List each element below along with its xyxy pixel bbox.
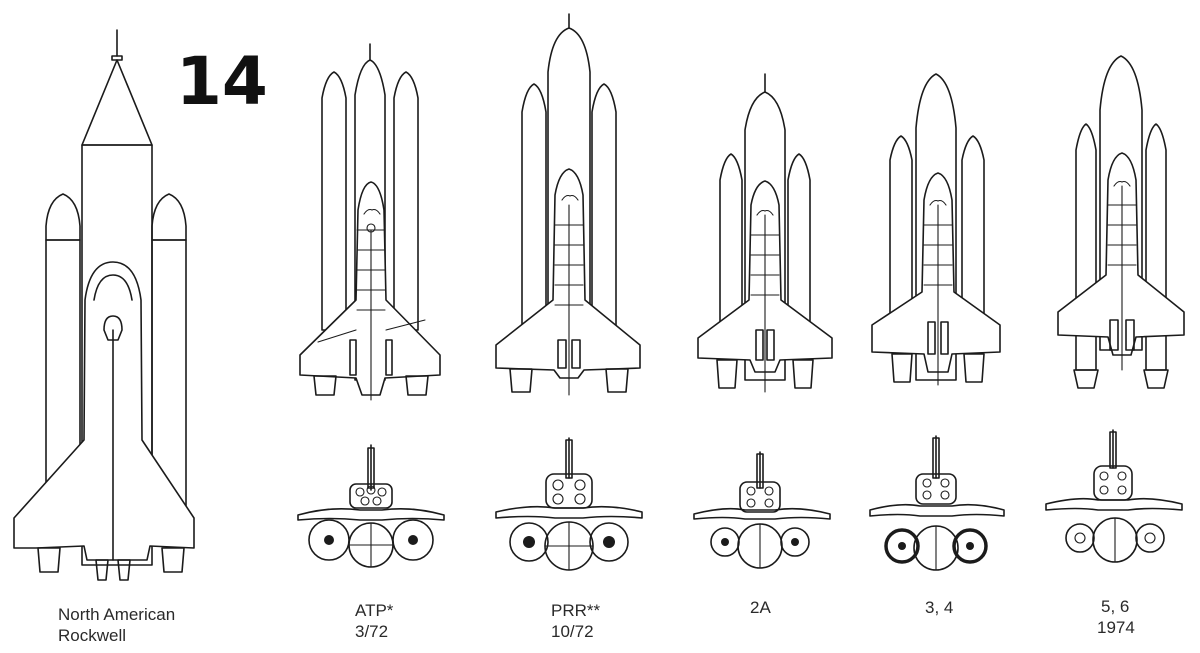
atp-top-view [299, 43, 441, 401]
caption-5-6-line1: 5, 6 [1101, 597, 1129, 616]
config-2a-rear-view [693, 451, 831, 569]
config-5-6-top-view [1057, 55, 1185, 389]
north-american-rockwell-stack [13, 29, 195, 581]
config-3-4-top-view [871, 73, 1001, 386]
caption-3-4-line1: 3, 4 [925, 598, 953, 617]
caption-atp-line2: 3/72 [355, 622, 388, 641]
caption-5-6-line2: 1974 [1097, 618, 1135, 637]
caption-north-american-line2: Rockwell [58, 626, 126, 645]
config-5-6-rear-view [1045, 429, 1183, 563]
atp-rear-view [297, 444, 445, 568]
caption-2a-line1: 2A [750, 598, 771, 617]
prr-top-view [495, 13, 641, 396]
config-3-4-rear-view [869, 435, 1005, 571]
caption-atp-line1: ATP* [355, 601, 394, 620]
prr-rear-view [495, 437, 643, 571]
caption-prr-line2: 10/72 [551, 622, 594, 641]
caption-north-american-line1: North American [58, 605, 175, 624]
captions: North American Rockwell ATP* 3/72 PRR** … [58, 597, 1135, 645]
figure-number: 14 [176, 43, 268, 120]
caption-prr-line1: PRR** [551, 601, 601, 620]
config-2a-top-view [697, 73, 833, 393]
